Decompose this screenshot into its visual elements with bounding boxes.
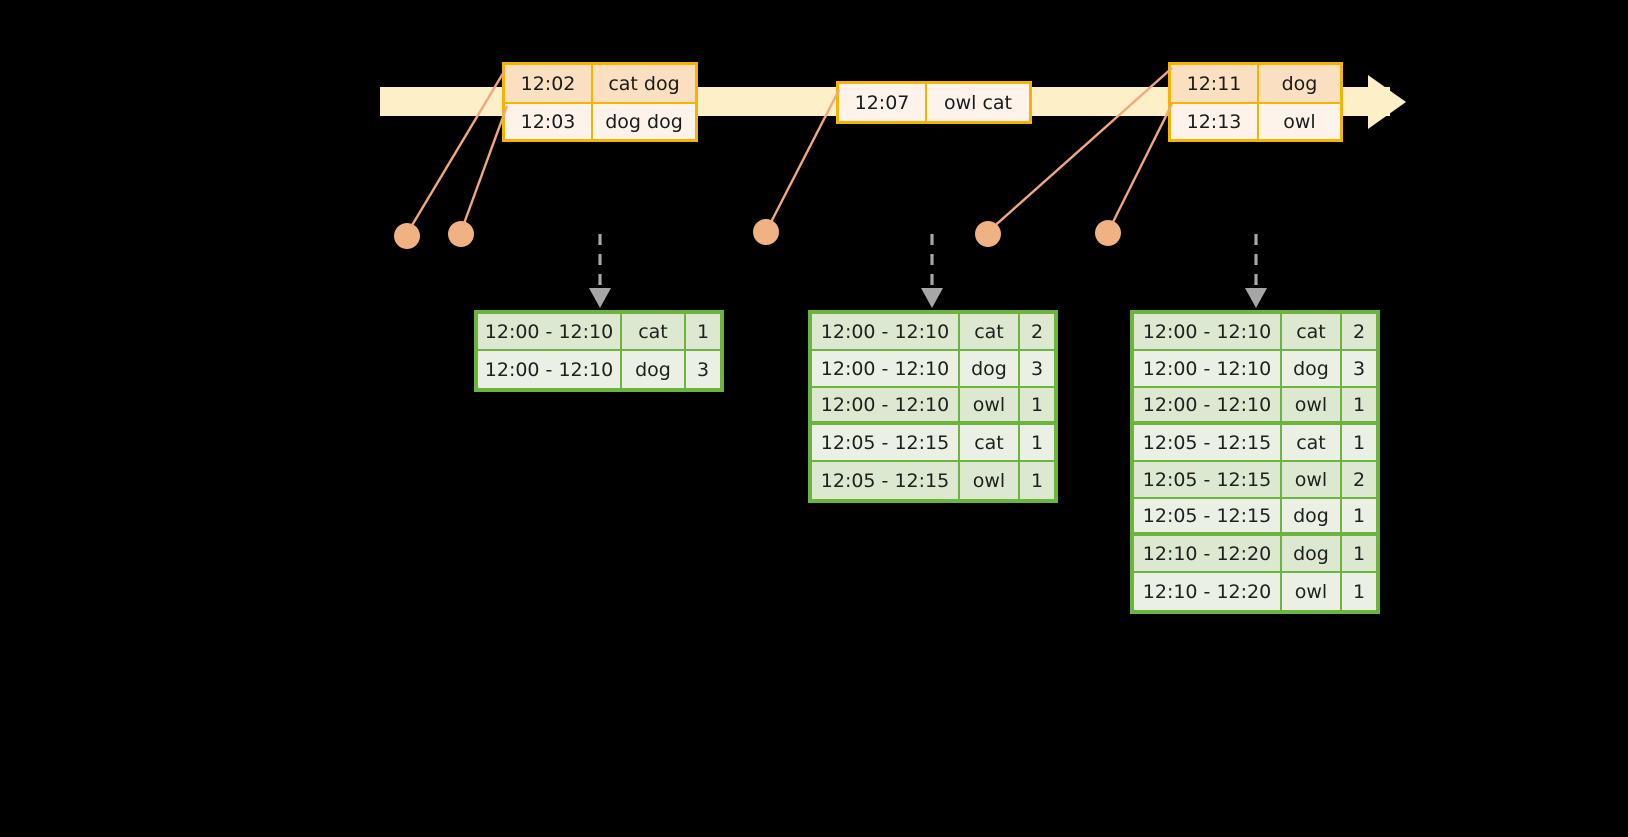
event-row: 12:13 owl	[1171, 102, 1340, 139]
window-cell: 12:10 - 12:20	[1134, 536, 1282, 571]
window-cell: 12:00 - 12:10	[812, 388, 960, 421]
window-cell: 12:00 - 12:10	[1134, 351, 1282, 386]
event-group-3: 12:11 dog 12:13 owl	[1168, 62, 1343, 142]
window-cell: 12:10 - 12:20	[1134, 573, 1282, 610]
count-cell: 1	[1342, 388, 1376, 421]
event-time: 12:03	[505, 104, 591, 139]
key-cell: dog	[1282, 536, 1342, 571]
window-cell: 12:00 - 12:10	[1134, 388, 1282, 421]
key-cell: dog	[1282, 351, 1342, 386]
count-cell: 3	[1020, 351, 1054, 386]
count-cell: 1	[1020, 425, 1054, 460]
key-cell: owl	[960, 462, 1020, 499]
event-value: cat dog	[591, 65, 695, 102]
window-cell: 12:05 - 12:15	[1134, 425, 1282, 460]
window-cell: 12:05 - 12:15	[1134, 462, 1282, 497]
leader-line	[989, 67, 1173, 231]
key-cell: owl	[960, 388, 1020, 421]
count-cell: 2	[1020, 314, 1054, 349]
count-cell: 1	[1020, 462, 1054, 499]
window-cell: 12:05 - 12:15	[812, 425, 960, 460]
leader-line	[406, 69, 507, 233]
key-cell: owl	[1282, 573, 1342, 610]
event-dot	[1095, 220, 1121, 246]
count-cell: 1	[1342, 573, 1376, 610]
key-cell: dog	[622, 351, 686, 388]
event-dot	[394, 223, 420, 249]
event-group-1: 12:02 cat dog 12:03 dog dog	[502, 62, 698, 142]
leader-line	[766, 89, 841, 229]
key-cell: dog	[1282, 499, 1342, 532]
key-cell: dog	[960, 351, 1020, 386]
key-cell: owl	[1282, 462, 1342, 497]
leader-line	[1108, 103, 1174, 229]
event-time: 12:13	[1171, 104, 1257, 139]
event-dot	[448, 221, 474, 247]
event-group-2: 12:07 owl cat	[836, 81, 1032, 124]
event-time: 12:02	[505, 65, 591, 102]
event-row: 12:11 dog	[1171, 65, 1340, 102]
window-cell: 12:00 - 12:10	[478, 351, 622, 388]
count-cell: 1	[686, 314, 720, 349]
key-cell: cat	[960, 314, 1020, 349]
event-row: 12:02 cat dog	[505, 65, 695, 102]
event-value: dog	[1257, 65, 1340, 102]
key-cell: owl	[1282, 388, 1342, 421]
count-cell: 1	[1342, 499, 1376, 532]
arrow-head-3	[1245, 288, 1267, 308]
event-dot	[975, 221, 1001, 247]
leader-line	[460, 105, 509, 230]
count-cell: 3	[686, 351, 720, 388]
event-dot	[753, 219, 779, 245]
count-cell: 3	[1342, 351, 1376, 386]
window-cell: 12:00 - 12:10	[478, 314, 622, 349]
window-cell: 12:00 - 12:10	[812, 351, 960, 386]
count-cell: 1	[1020, 388, 1054, 421]
event-value: owl	[1257, 104, 1340, 139]
arrow-head-1	[589, 288, 611, 308]
count-cell: 1	[1342, 536, 1376, 571]
timeline-arrow-head	[1368, 75, 1406, 129]
event-value: dog dog	[591, 104, 695, 139]
event-time: 12:07	[839, 84, 925, 121]
window-cell: 12:00 - 12:10	[812, 314, 960, 349]
event-row: 12:07 owl cat	[839, 84, 1029, 121]
event-row: 12:03 dog dog	[505, 102, 695, 139]
count-cell: 2	[1342, 314, 1376, 349]
key-cell: cat	[960, 425, 1020, 460]
key-cell: cat	[622, 314, 686, 349]
key-cell: cat	[1282, 314, 1342, 349]
arrow-head-2	[921, 288, 943, 308]
window-cell: 12:05 - 12:15	[1134, 499, 1282, 532]
event-time: 12:11	[1171, 65, 1257, 102]
key-cell: cat	[1282, 425, 1342, 460]
event-value: owl cat	[925, 84, 1029, 121]
window-cell: 12:05 - 12:15	[812, 462, 960, 499]
window-cell: 12:00 - 12:10	[1134, 314, 1282, 349]
count-cell: 1	[1342, 425, 1376, 460]
count-cell: 2	[1342, 462, 1376, 497]
